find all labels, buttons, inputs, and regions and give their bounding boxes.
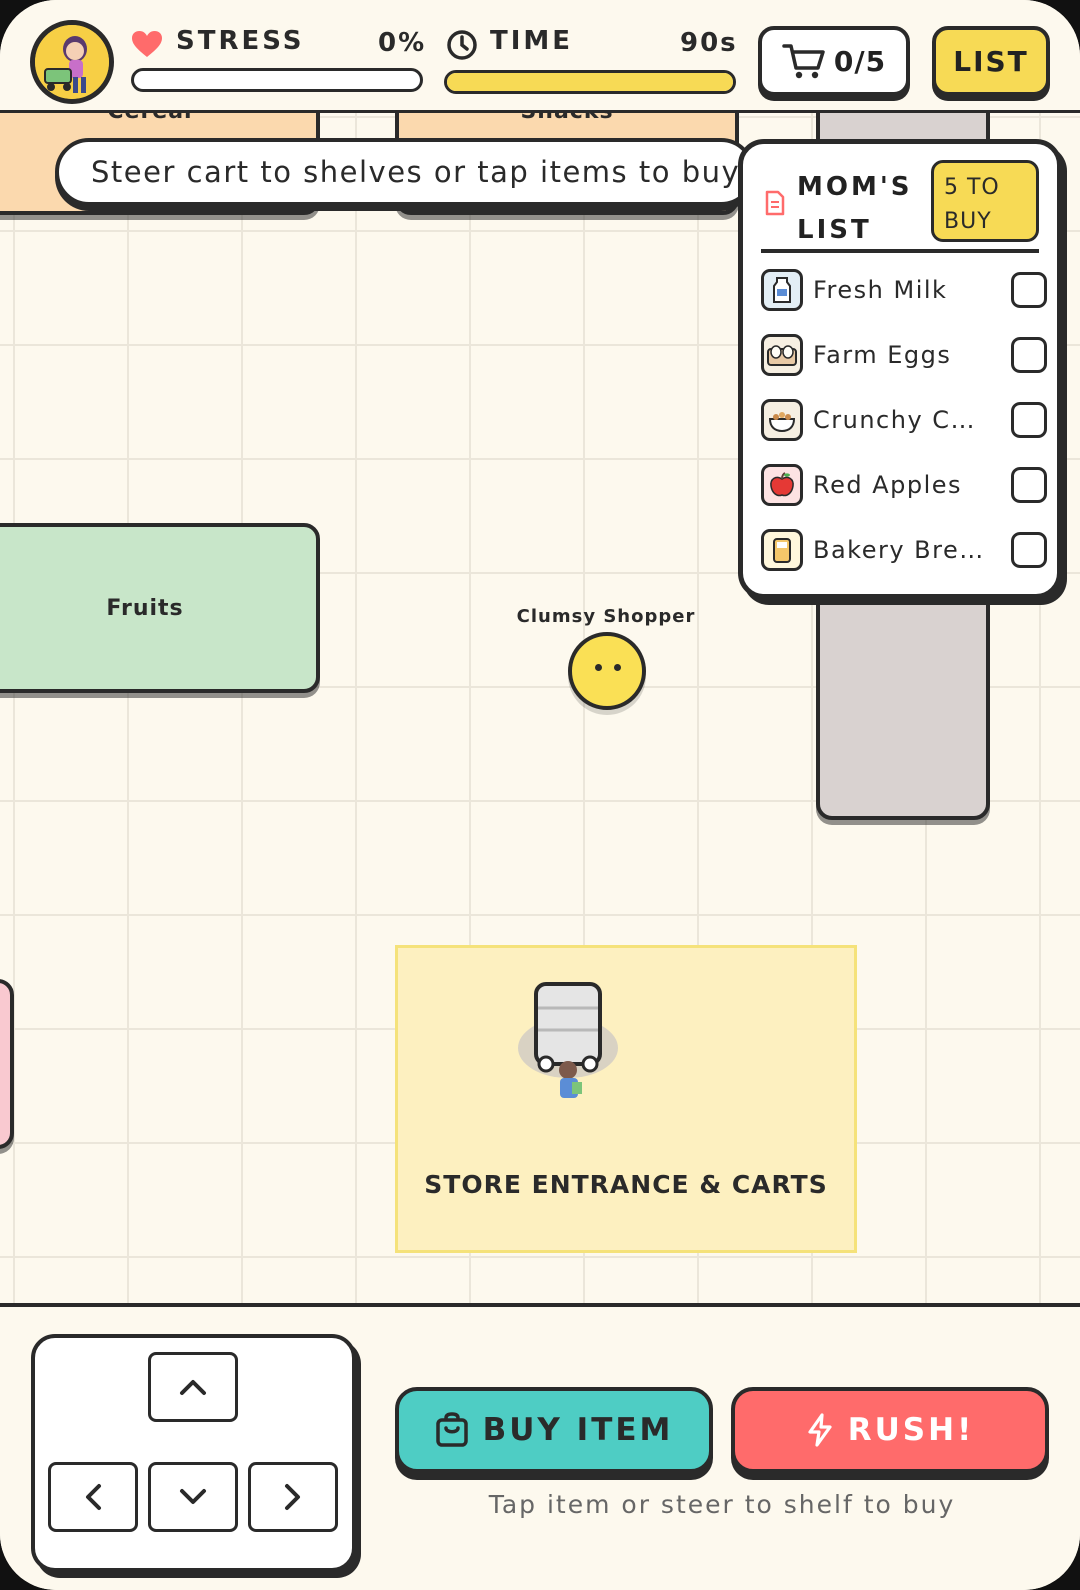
milk-icon bbox=[761, 269, 803, 311]
time-value: 90s bbox=[680, 28, 738, 58]
list-item-name: Red Apples bbox=[813, 471, 963, 499]
cart-count-button[interactable]: 0/5 bbox=[758, 26, 910, 96]
list-button[interactable]: LIST bbox=[932, 26, 1050, 96]
list-item-name: Bakery Bread bbox=[813, 536, 985, 564]
time-label: TIME bbox=[490, 26, 574, 56]
item-checkbox[interactable] bbox=[1011, 337, 1047, 373]
controls-bar: BUY ITEM RUSH! Tap item or steer to shel… bbox=[0, 1303, 1080, 1590]
hud-bar: STRESS 0% TIME 90s 0/5 LIST bbox=[0, 0, 1080, 113]
list-item-name: Crunchy Cereal bbox=[813, 406, 985, 434]
moms-list-header: MOM'S LIST 5 TO BUY bbox=[761, 158, 1039, 253]
buy-item-button[interactable]: BUY ITEM bbox=[395, 1387, 713, 1473]
chevron-left-icon bbox=[86, 1484, 101, 1510]
time-meter-fill bbox=[447, 73, 733, 91]
npc-name-label: Clumsy Shopper bbox=[516, 606, 696, 627]
list-item[interactable]: Farm Eggs bbox=[761, 332, 1047, 378]
bread-icon bbox=[761, 529, 803, 571]
cereal-icon bbox=[761, 399, 803, 441]
dpad-right-button[interactable] bbox=[248, 1462, 338, 1532]
item-checkbox[interactable] bbox=[1011, 467, 1047, 503]
dpad-left-button[interactable] bbox=[48, 1462, 138, 1532]
item-checkbox[interactable] bbox=[1011, 532, 1047, 568]
moms-list-title: MOM'S LIST bbox=[797, 172, 913, 245]
stress-label: STRESS bbox=[176, 26, 305, 56]
shopping-bag-icon bbox=[435, 1412, 468, 1447]
entrance-label: STORE ENTRANCE & CARTS bbox=[424, 1170, 828, 1199]
item-checkbox[interactable] bbox=[1011, 402, 1047, 438]
heart-icon bbox=[132, 31, 162, 57]
list-item[interactable]: Bakery Bread bbox=[761, 527, 1047, 573]
stress-meter bbox=[131, 68, 423, 92]
buy-item-label: BUY ITEM bbox=[482, 1412, 674, 1448]
hint-banner: Steer cart to shelves or tap items to bu… bbox=[55, 138, 755, 206]
shelf-dairy[interactable] bbox=[0, 979, 14, 1149]
clumsy-shopper-npc bbox=[568, 632, 646, 710]
eye-icon bbox=[595, 664, 602, 671]
list-item[interactable]: Crunchy Cereal bbox=[761, 397, 1047, 443]
list-item[interactable]: Red Apples bbox=[761, 462, 1047, 508]
eye-icon bbox=[614, 664, 621, 671]
list-item-name: Farm Eggs bbox=[813, 341, 952, 369]
list-item-name: Fresh Milk bbox=[813, 276, 948, 304]
items-to-buy-badge: 5 TO BUY bbox=[931, 160, 1039, 242]
cart-count: 0/5 bbox=[833, 44, 887, 78]
dpad-up-button[interactable] bbox=[148, 1352, 238, 1422]
time-meter bbox=[444, 70, 736, 94]
apple-icon bbox=[761, 464, 803, 506]
chevron-right-icon bbox=[285, 1484, 300, 1510]
rush-button[interactable]: RUSH! bbox=[731, 1387, 1049, 1473]
clock-icon bbox=[447, 30, 477, 60]
shelf-fruits[interactable]: Fruits bbox=[0, 523, 320, 693]
item-checkbox[interactable] bbox=[1011, 272, 1047, 308]
player-avatar bbox=[30, 20, 114, 104]
dpad bbox=[31, 1334, 356, 1572]
cart-icon bbox=[782, 44, 825, 79]
store-entrance-zone: STORE ENTRANCE & CARTS bbox=[395, 945, 857, 1253]
stress-value: 0% bbox=[378, 28, 427, 58]
moms-list-panel: MOM'S LIST 5 TO BUY Fresh Milk Farm Eggs… bbox=[738, 139, 1062, 599]
document-icon bbox=[765, 190, 785, 216]
chevron-up-icon bbox=[180, 1380, 206, 1395]
dpad-down-button[interactable] bbox=[148, 1462, 238, 1532]
chevron-down-icon bbox=[180, 1489, 206, 1504]
lightning-icon bbox=[808, 1413, 832, 1447]
tap-hint-text: Tap item or steer to shelf to buy bbox=[488, 1490, 956, 1519]
rush-label: RUSH! bbox=[847, 1412, 975, 1448]
cart-stack-icon bbox=[518, 982, 618, 1098]
eggs-icon bbox=[761, 334, 803, 376]
list-item[interactable]: Fresh Milk bbox=[761, 267, 1047, 313]
